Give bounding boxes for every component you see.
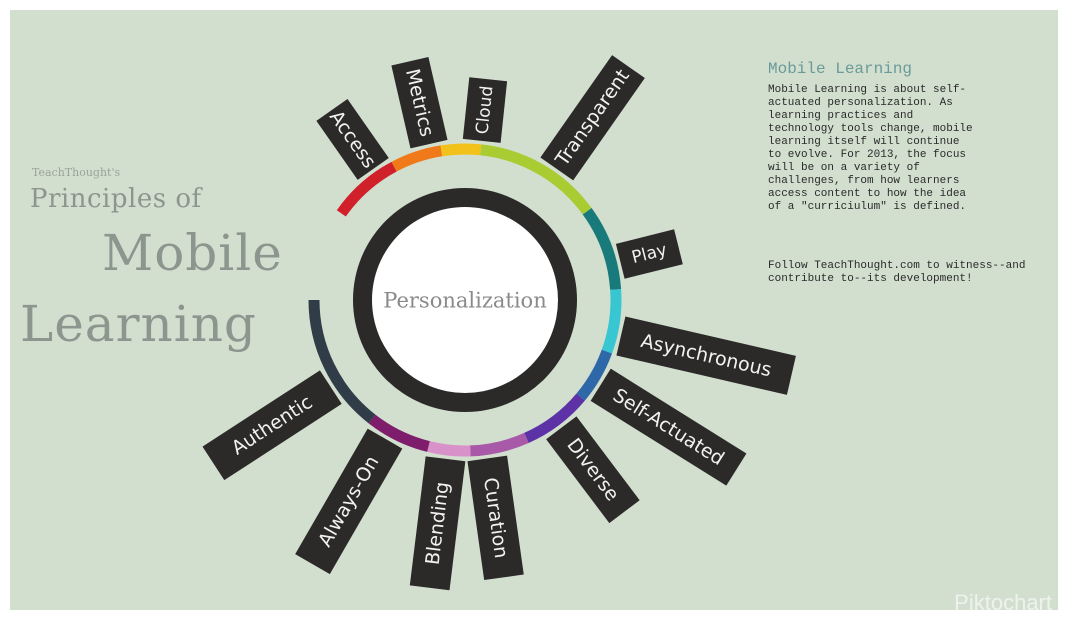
ring-segment-access [336, 161, 397, 217]
color-ring [308, 143, 622, 457]
principle-metrics: Metrics [391, 57, 448, 149]
ring-segment-authentic [308, 299, 376, 424]
ring-segment-asynchronous [601, 289, 622, 354]
principle-curation: Curation [467, 455, 524, 581]
infographic-canvas: TeachThought's Principles of Mobile Lear… [10, 10, 1058, 610]
principle-bar [202, 370, 342, 481]
principle-blending: Blending [409, 456, 466, 591]
principle-bar [615, 229, 683, 279]
principle-label: Transparent [551, 65, 634, 171]
principle-bar [467, 455, 524, 581]
principle-bar [616, 316, 796, 395]
center-disc [372, 207, 558, 393]
center-label: Personalization [383, 289, 546, 313]
principle-transparent: Transparent [540, 55, 645, 181]
ring-segment-diverse [524, 393, 585, 443]
principle-bar [590, 368, 747, 486]
title-principles-of: Principles of [30, 184, 202, 214]
ring-segment-self-actuated [576, 349, 613, 401]
sidebar-body: Mobile Learning is about self- actuated … [768, 84, 973, 213]
ring-segment-blending [427, 441, 471, 457]
principle-asynchronous: Asynchronous [616, 316, 796, 395]
principle-bar [462, 77, 508, 143]
piktochart-watermark: Piktochart [954, 590, 1052, 610]
principle-bar [540, 55, 645, 181]
title-mobile: Mobile [102, 224, 283, 282]
principle-diverse: Diverse [546, 416, 640, 524]
sidebar-footer: Follow TeachThought.com to witness--and … [768, 260, 1026, 285]
principle-always-on: Always-On [295, 428, 403, 575]
principle-bar [546, 416, 640, 524]
ring-segment-metrics [391, 145, 443, 172]
ring-segment-transparent [480, 144, 592, 215]
ring-segment-play [582, 208, 622, 290]
principle-bar [409, 456, 466, 591]
ring-segment-always-on [368, 414, 430, 452]
principle-label: Self-Actuated [609, 384, 728, 470]
title-brand: TeachThought's [32, 166, 121, 179]
principle-cloud: Cloud [462, 77, 508, 143]
principle-authentic: Authentic [202, 370, 342, 481]
principle-bar [295, 428, 403, 575]
principle-access: Access [316, 99, 389, 180]
sidebar-heading: Mobile Learning [768, 60, 913, 78]
principle-bar [391, 57, 448, 149]
ring-segment-cloud [440, 143, 482, 157]
principle-play: Play [615, 229, 683, 279]
title-learning: Learning [20, 295, 257, 353]
principle-bar [316, 99, 389, 180]
ring-segment-curation [469, 432, 529, 457]
